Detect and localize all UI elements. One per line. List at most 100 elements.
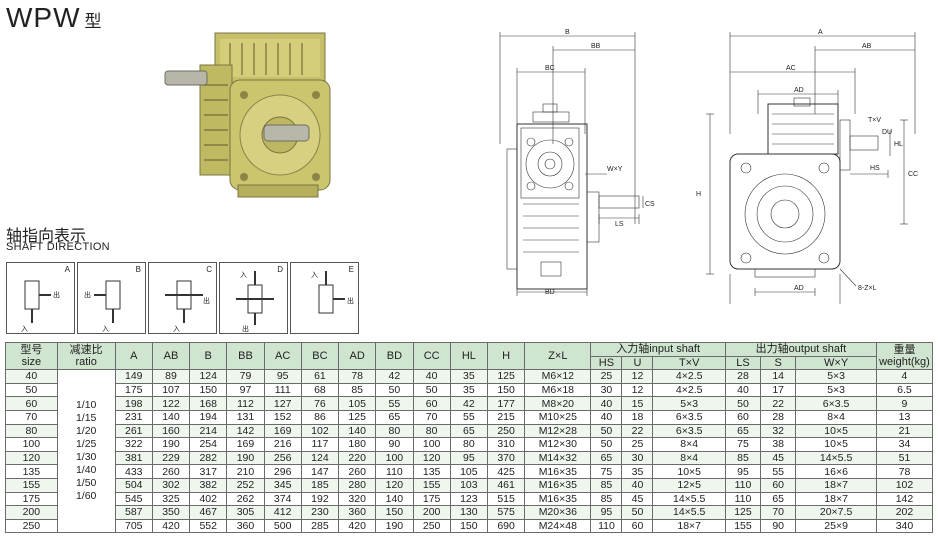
cell-h: 515 [486, 491, 526, 507]
shaft-direction-e: E 入出 [290, 262, 359, 334]
col-group-output-shaft: 出力轴output shaft [724, 342, 877, 357]
cell-s: 14 [760, 369, 797, 384]
cell-weight: 4 [875, 369, 934, 384]
cell-u: 12 [621, 369, 654, 384]
front-view-drawing: A AB AC AD AD H T×V HS HL DU CC 8-Z×L [696, 29, 918, 304]
cell-bd: 100 [375, 450, 414, 466]
shaft-direction-subtitle: SHAFT DIRECTION [6, 241, 110, 253]
svg-text:入: 入 [21, 325, 28, 333]
cell-b: 124 [189, 369, 228, 384]
cell-bc: 124 [300, 450, 340, 466]
cell-ac: 256 [263, 450, 302, 466]
svg-text:入: 入 [311, 271, 318, 279]
cell-b: 552 [189, 518, 228, 534]
col-ac: AC [263, 341, 302, 371]
cell-bd: 50 [375, 382, 414, 398]
cell-cc: 80 [412, 423, 451, 439]
cell-zxl: M24×48 [524, 518, 592, 534]
cell-u: 45 [621, 491, 654, 507]
cell-u: 12 [621, 382, 654, 398]
cell-h: 150 [486, 382, 526, 398]
cell-ab: 122 [151, 396, 191, 411]
cell-txv: 14×5.5 [652, 491, 726, 507]
cell-wxy: 18×7 [795, 491, 877, 507]
cell-a: 504 [114, 477, 153, 493]
cell-h: 370 [486, 450, 526, 466]
cell-bc: 185 [300, 477, 340, 493]
cell-a: 433 [114, 464, 153, 479]
cell-weight: 13 [875, 409, 934, 425]
ratio-item: 1/50 [75, 477, 97, 490]
cell-bd: 140 [375, 491, 414, 507]
cell-ab: 229 [151, 450, 191, 466]
cell-ad: 280 [338, 477, 377, 493]
col-hl: HL [449, 341, 488, 371]
svg-text:CC: CC [908, 171, 918, 178]
cell-h: 125 [486, 369, 526, 384]
svg-text:8-Z×L: 8-Z×L [858, 285, 877, 292]
cell-hl: 35 [449, 369, 488, 384]
svg-text:W×Y: W×Y [607, 166, 623, 173]
cell-zxl: M16×35 [524, 491, 592, 507]
cell-zxl: M16×35 [524, 477, 592, 493]
cell-b: 402 [189, 491, 228, 507]
cell-s: 45 [760, 450, 797, 466]
cell-bc: 147 [300, 464, 340, 479]
cell-bb: 142 [226, 423, 265, 439]
svg-text:入: 入 [173, 325, 180, 333]
svg-text:HS: HS [870, 165, 880, 172]
cell-bb: 252 [226, 477, 265, 493]
cell-txv: 8×4 [652, 437, 726, 452]
cell-hs: 50 [590, 437, 623, 452]
cell-hs: 30 [590, 382, 623, 398]
cell-bb: 97 [226, 382, 265, 398]
cell-bc: 192 [300, 491, 340, 507]
svg-text:出: 出 [242, 324, 249, 333]
cell-zxl: M12×28 [524, 423, 592, 439]
cell-b: 168 [189, 396, 228, 411]
cell-ab: 107 [151, 382, 191, 398]
cell-bb: 190 [226, 450, 265, 466]
svg-text:H: H [696, 191, 701, 198]
cell-zxl: M20×36 [524, 505, 592, 520]
col-u: U [621, 355, 654, 371]
ratio-item: 1/20 [75, 425, 97, 438]
cell-a: 198 [114, 396, 153, 411]
col-zxl: Z×L [524, 341, 592, 371]
svg-text:AC: AC [786, 65, 796, 72]
cell-cc: 40 [412, 369, 451, 384]
cell-hs: 75 [590, 464, 623, 479]
cell-hs: 50 [590, 423, 623, 439]
cell-b: 194 [189, 409, 228, 425]
cell-s: 17 [760, 382, 797, 398]
ratio-item: 1/10 [75, 399, 97, 412]
cell-u: 18 [621, 409, 654, 425]
svg-text:出: 出 [84, 290, 91, 299]
cell-txv: 6×3.5 [652, 423, 726, 439]
col-ab: AB [151, 341, 191, 371]
cell-ad: 420 [338, 518, 377, 534]
cell-weight: 21 [875, 423, 934, 439]
cell-ad: 320 [338, 491, 377, 507]
ratio-item: 1/30 [75, 451, 97, 464]
cell-hs: 110 [590, 518, 623, 534]
cell-ls: 75 [724, 437, 762, 452]
cell-bc: 102 [300, 423, 340, 439]
cell-ls: 95 [724, 464, 762, 479]
svg-text:入: 入 [240, 271, 247, 279]
cell-ls: 110 [724, 491, 762, 507]
cell-ac: 412 [263, 505, 302, 520]
cell-ls: 110 [724, 477, 762, 493]
cell-a: 261 [114, 423, 153, 439]
cell-hs: 40 [590, 396, 623, 411]
cell-ab: 190 [151, 437, 191, 452]
cell-a: 149 [114, 369, 153, 384]
cell-wxy: 6×3.5 [795, 396, 877, 411]
cell-h: 310 [486, 437, 526, 452]
